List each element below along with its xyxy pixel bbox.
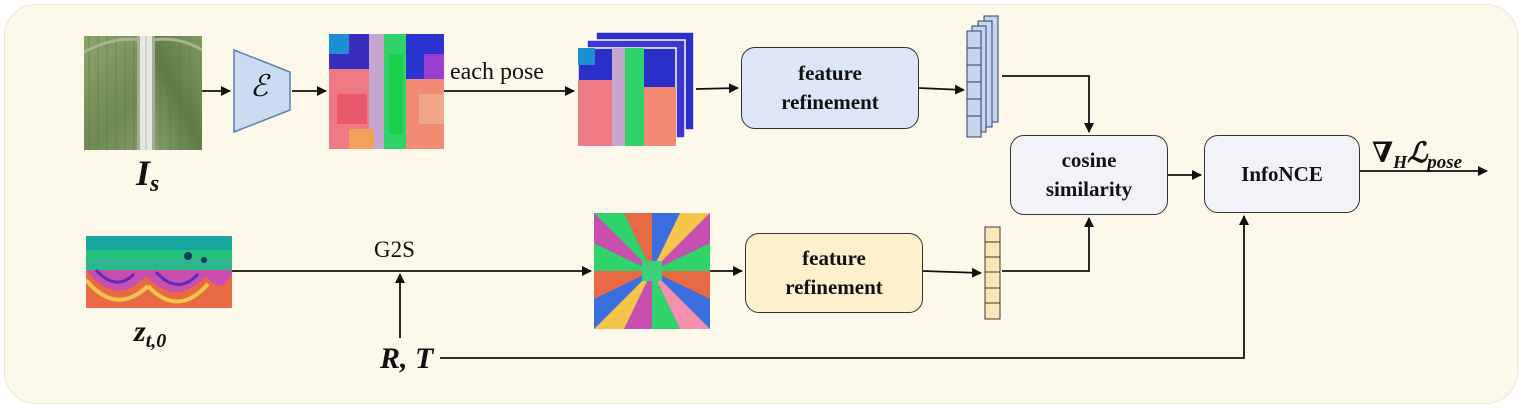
stacked-feature-maps bbox=[578, 32, 695, 147]
arrow-vector-to-cosine bbox=[1002, 75, 1094, 133]
projected-feature-map bbox=[594, 213, 710, 329]
infonce-box: InfoNCE bbox=[1204, 135, 1360, 213]
ground-image bbox=[86, 236, 232, 308]
feature-map-top bbox=[329, 34, 444, 149]
arrow-refine-to-vector bbox=[918, 84, 965, 95]
arrow-stack-to-refine bbox=[695, 83, 739, 94]
arrow-single-vector-to-cosine bbox=[1002, 217, 1094, 272]
arrow-pose-to-infonce bbox=[440, 215, 1249, 359]
g2s-label: G2S bbox=[374, 237, 415, 262]
arrow-refine-to-single-vector bbox=[922, 267, 982, 278]
encoder-block bbox=[233, 48, 291, 134]
cosine-similarity-box: cosine similarity bbox=[1010, 135, 1168, 215]
each-pose-label: each pose bbox=[450, 59, 544, 85]
pose-label: R, T bbox=[380, 342, 434, 375]
input-image-label: Is bbox=[136, 153, 160, 197]
encoder-symbol: ℰ bbox=[250, 70, 269, 103]
feature-refinement-top: feature refinement bbox=[741, 47, 919, 129]
feature-vector-stack bbox=[966, 15, 999, 138]
feature-refinement-bottom: feature refinement bbox=[745, 233, 923, 313]
gradient-label: ∇Hℒpose bbox=[1372, 138, 1463, 173]
latent-label: zt,0 bbox=[134, 315, 167, 352]
satellite-image bbox=[84, 36, 202, 150]
feature-vector-single bbox=[984, 226, 1001, 320]
